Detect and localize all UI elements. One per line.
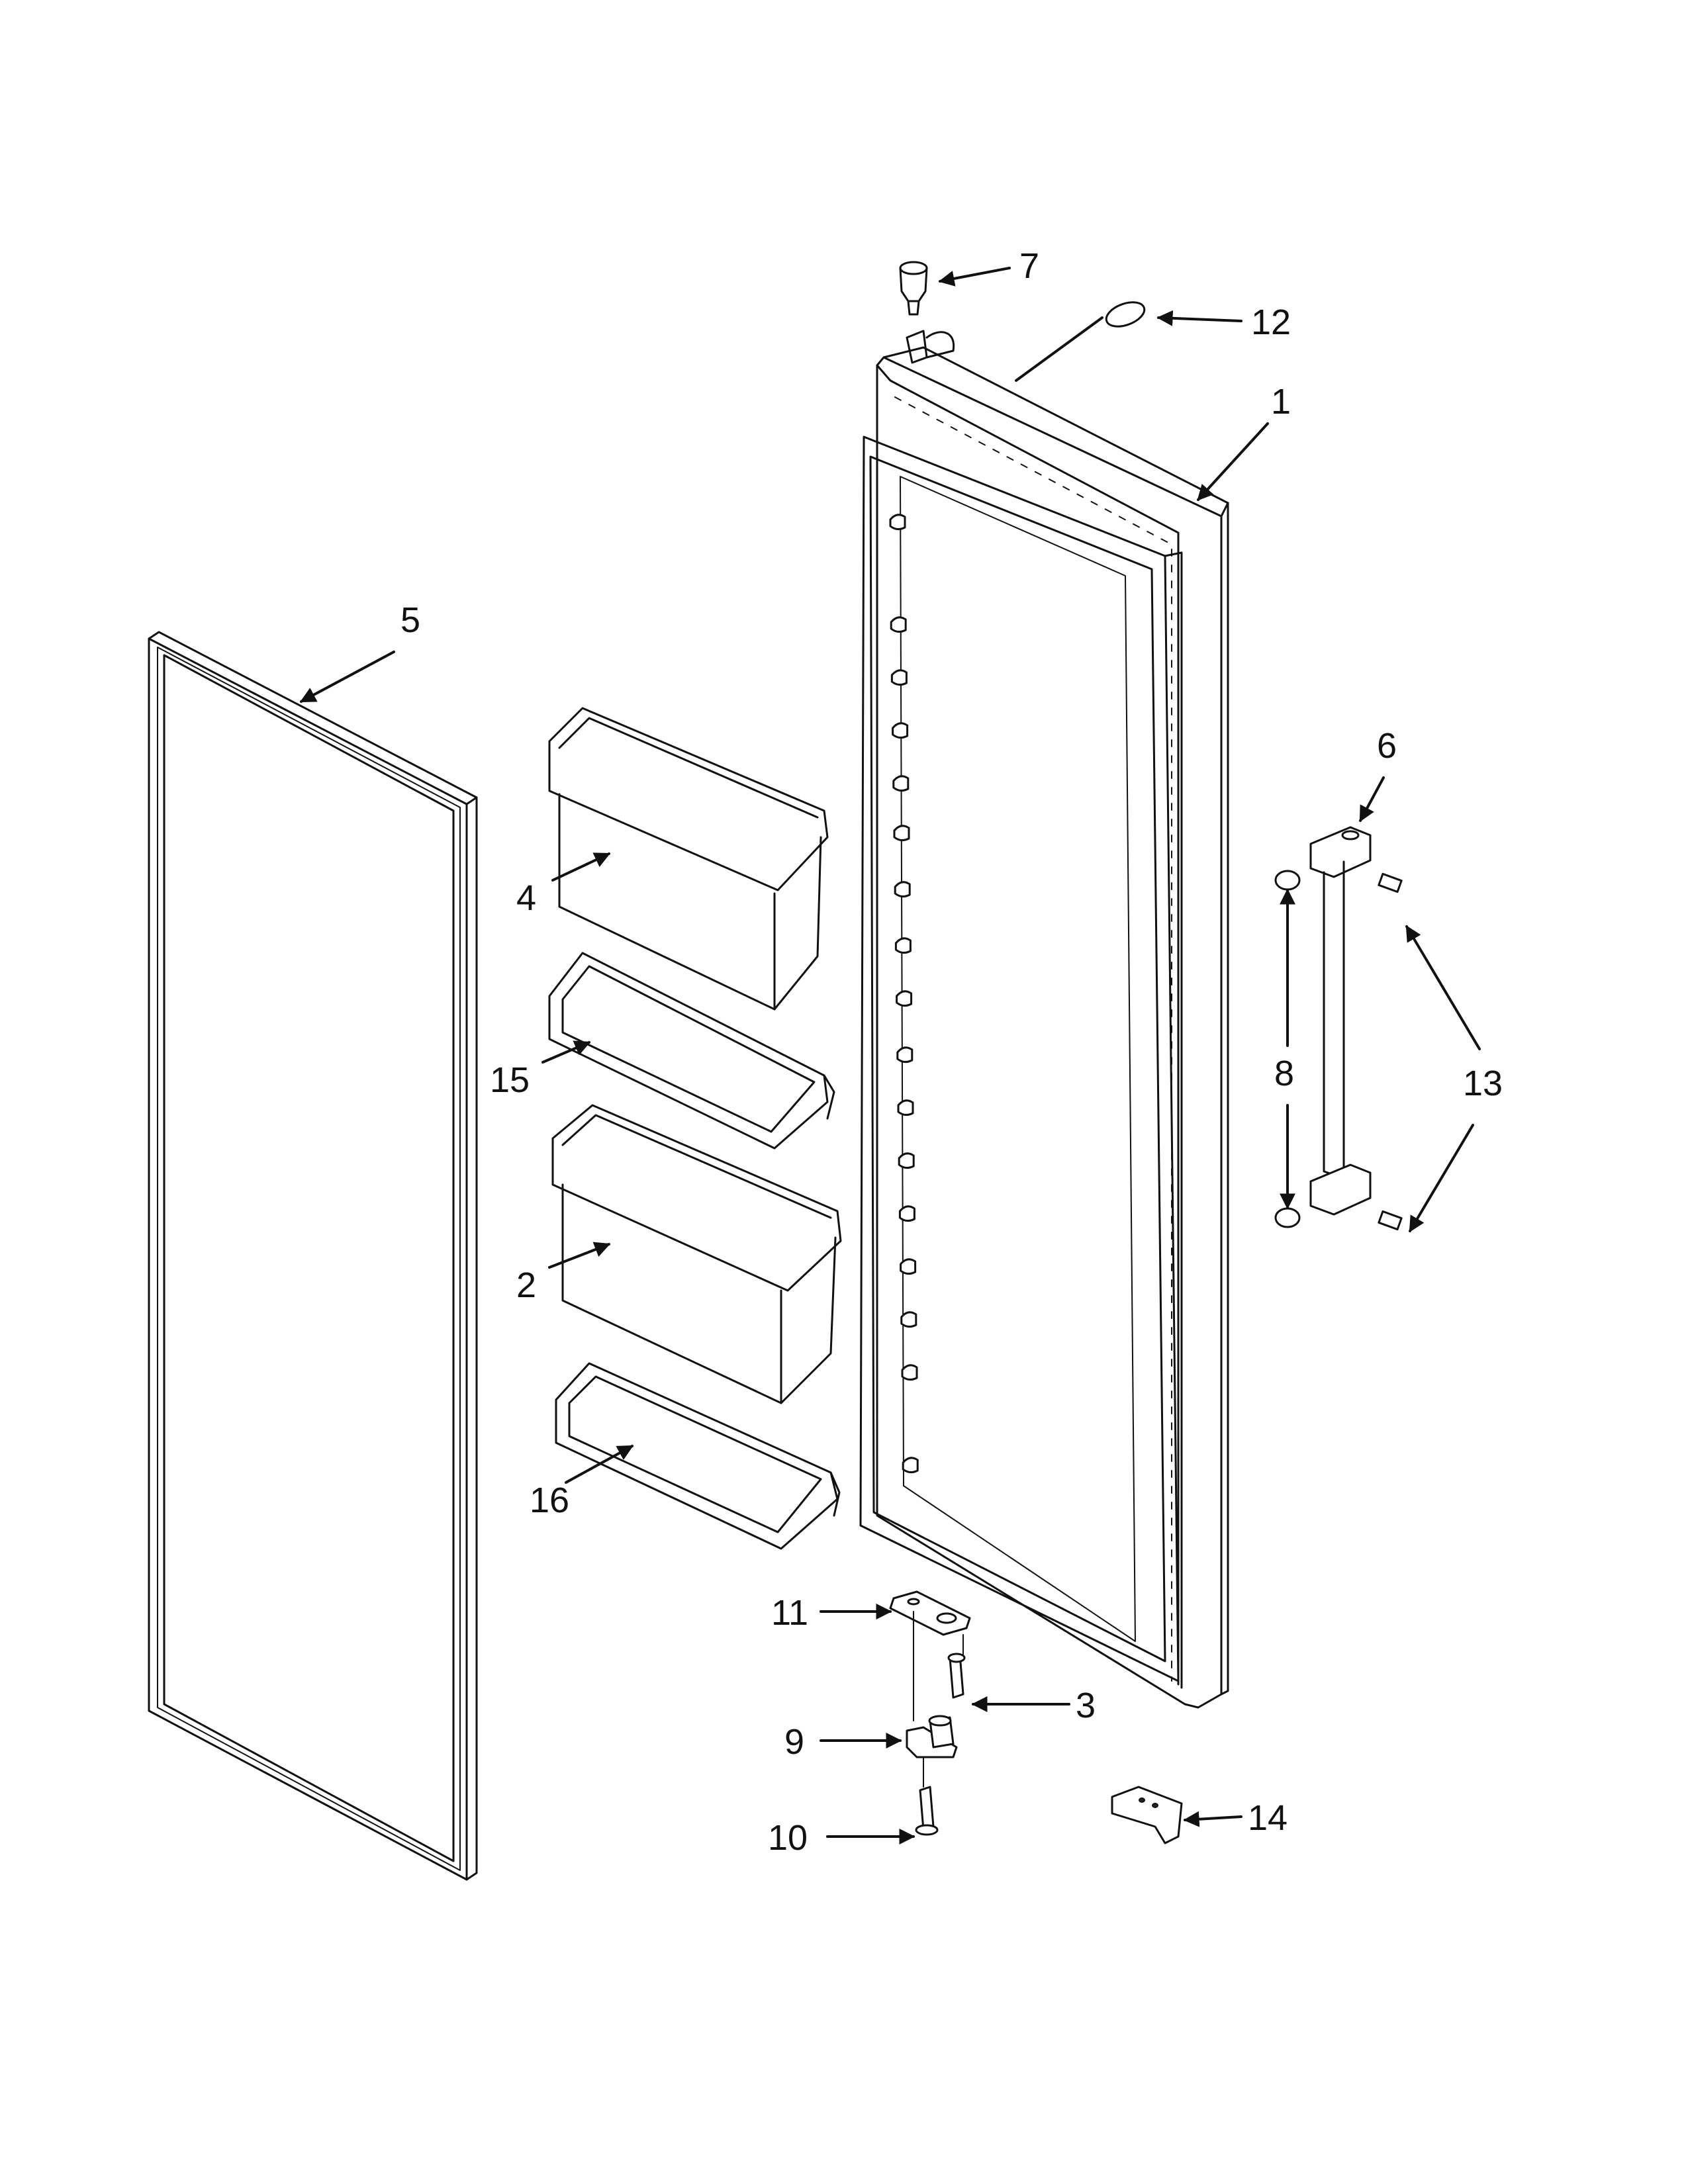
callout-9: 9 (784, 1722, 804, 1762)
shelf-clip (894, 937, 912, 954)
callout-11: 11 (771, 1593, 808, 1633)
hinge-cover (1111, 1786, 1183, 1844)
door-shelf-shallow-upper (548, 952, 835, 1150)
callout-4: 4 (516, 878, 536, 918)
shelf-clip (890, 616, 907, 633)
door-bin-large-lower (551, 1104, 842, 1404)
shelf-clip-column (889, 514, 919, 1474)
shelf-clip (902, 1457, 919, 1474)
shelf-clip (892, 775, 910, 792)
shelf-clip (900, 1258, 917, 1275)
callout-6: 6 (1377, 726, 1397, 766)
callout-15: 15 (490, 1060, 530, 1100)
shelf-clip (898, 1205, 915, 1222)
callout-5: 5 (400, 600, 420, 640)
shelf-clip (896, 1046, 914, 1064)
top-hinge-bushing (899, 261, 928, 316)
callout-7: 7 (1019, 246, 1039, 286)
callout-16: 16 (530, 1480, 569, 1520)
callout-2: 2 (516, 1265, 536, 1305)
door-handle (1274, 826, 1403, 1231)
shelf-clip (893, 825, 910, 842)
shelf-clip (898, 1152, 915, 1169)
callout-labels: 7 12 1 5 6 4 15 8 13 2 16 11 3 9 10 14 (400, 246, 1503, 1858)
callout-13: 13 (1463, 1064, 1503, 1103)
shelf-clip (896, 990, 913, 1007)
shelf-clip (892, 722, 909, 739)
shelf-clip (889, 514, 906, 531)
refrigerator-door (859, 330, 1229, 1709)
shelf-clip (901, 1364, 918, 1381)
callout-12: 12 (1251, 302, 1291, 342)
shelf-clip (900, 1311, 917, 1328)
door-shelf-shallow-lower (555, 1362, 841, 1550)
callout-14: 14 (1248, 1798, 1288, 1838)
shelf-clip (897, 1099, 914, 1116)
shelf-clip (890, 669, 908, 686)
shelf-clip (894, 881, 911, 898)
callout-8: 8 (1274, 1054, 1294, 1093)
callout-3: 3 (1076, 1686, 1096, 1725)
lower-hinge-assembly (889, 1590, 971, 1836)
door-bin-large-upper (548, 707, 829, 1011)
callout-1: 1 (1271, 382, 1291, 422)
callout-10: 10 (768, 1818, 808, 1858)
door-gasket (148, 631, 478, 1881)
hinge-o-ring (1105, 301, 1146, 328)
leader-lines (299, 267, 1481, 1844)
